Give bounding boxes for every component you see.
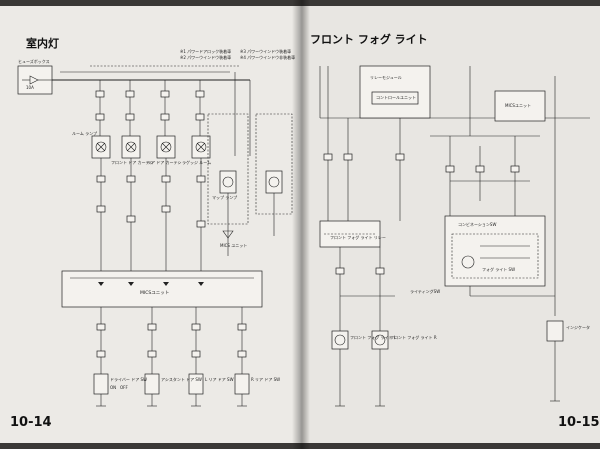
- left-wiring-diagram: [17, 65, 293, 407]
- right-wiring-diagram: [319, 65, 590, 407]
- fog-lamp-left-label: フロント フォグ ライト L: [350, 335, 397, 340]
- relay-module-label: リレーモジュール: [370, 75, 402, 80]
- mics-label: MICS ユニット: [220, 243, 248, 248]
- legend-item-4: ※4 パワーウインドウ非装着車: [240, 55, 296, 60]
- switch-state-on: ON: [110, 385, 117, 390]
- control-unit-label: コントロールユニット: [376, 95, 416, 100]
- switch-label-2: アシスタント ドア SW: [161, 377, 202, 382]
- fog-lamp-right-label: フロント フォグ ライト R: [390, 335, 437, 340]
- legend-item-3: ※3 パワーウインドウ装着車: [240, 49, 292, 54]
- page-number: 10-14: [10, 415, 52, 430]
- left-page: 室内灯 ※1 パワードアロック装着車 ※2 パワーウインドウ装着車 ※3 パワー…: [0, 6, 300, 443]
- switch-state-off: OFF: [120, 385, 128, 390]
- fog-switch-label: フォグ ライト SW: [482, 267, 516, 272]
- right-page: フロント フォグ ライト リレーモジュール コントロールユニット MICSユニッ…: [300, 6, 600, 443]
- page-number: 10-15: [558, 415, 600, 430]
- lamp-label-5: マップ ランプ: [212, 195, 238, 200]
- mics-unit-label: MICSユニット: [140, 291, 170, 296]
- fuse-rating: 10A: [26, 85, 34, 90]
- lamp-label-2: フロント ドア カーテシ: [111, 160, 154, 165]
- switch-label-1: ドライバー ドア SW: [110, 377, 147, 382]
- lamp-label-4: ラゲッジ ルーム: [182, 160, 212, 165]
- fuse-box-label: ヒューズボックス: [18, 59, 50, 64]
- combination-switch-label: コンビネーションSW: [458, 222, 497, 227]
- switch-label-4: R リア ドア SW: [251, 377, 281, 382]
- mics-unit-label: MICSユニット: [505, 103, 531, 108]
- page-title: フロント フォグ ライト: [310, 33, 428, 46]
- page-title: 室内灯: [26, 37, 59, 50]
- lamp-label-3: リア ドア カーテシ: [147, 160, 182, 165]
- indicator-label: インジケータ: [566, 325, 590, 330]
- legend-item-1: ※1 パワードアロック装着車: [180, 49, 232, 54]
- legend-item-2: ※2 パワーウインドウ装着車: [180, 55, 232, 60]
- book-gutter: [292, 0, 310, 449]
- lighting-switch-label: ライティングSW: [410, 289, 441, 294]
- lamp-label-1: ルーム ランプ: [72, 131, 98, 136]
- switch-label-3: L リア ドア SW: [205, 377, 234, 382]
- fog-relay-label: フロント フォグ ライト リレー: [330, 235, 386, 240]
